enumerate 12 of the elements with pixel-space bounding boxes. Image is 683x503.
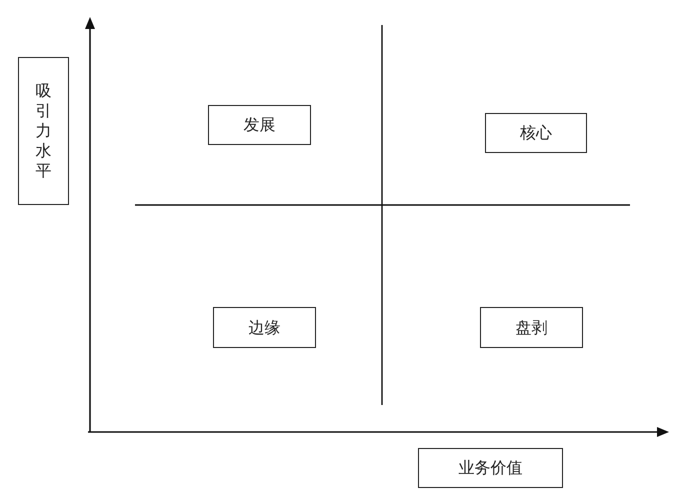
axis-title-box xyxy=(418,448,563,488)
quadrant-label: 发展 xyxy=(244,115,276,135)
quadrant-box xyxy=(213,307,316,348)
axis-title: 业务价值 xyxy=(458,458,522,478)
quadrant-box xyxy=(208,105,311,145)
quadrant-label: 盘剥 xyxy=(516,318,548,338)
axis-title-box xyxy=(18,57,69,205)
quadrant-box xyxy=(480,307,583,348)
axis-title: 吸引力水平 xyxy=(35,81,52,181)
quadrant-label: 核心 xyxy=(520,123,552,143)
quadrant-label: 边缘 xyxy=(248,318,280,338)
quadrant-box xyxy=(485,113,587,153)
